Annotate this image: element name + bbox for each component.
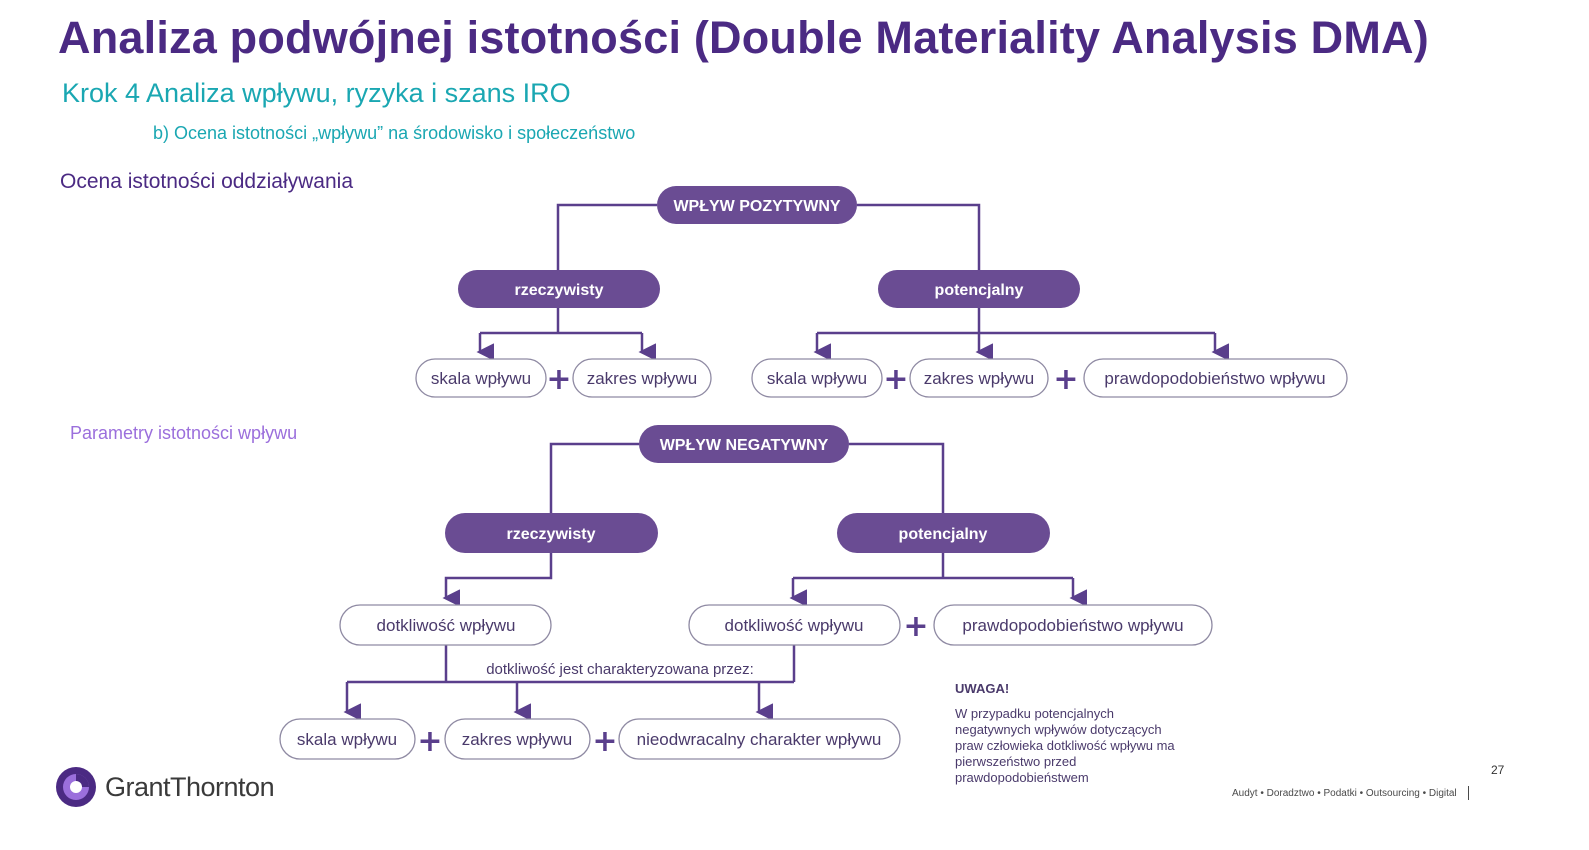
- note-heading: UWAGA!: [955, 681, 1009, 696]
- positive-potential-probability-label: prawdopodobieństwo wpływu: [1104, 369, 1325, 388]
- note-block: UWAGA! W przypadku potencjalnych negatyw…: [955, 681, 1175, 785]
- positive-root-label: WPŁYW POZYTYWNY: [673, 198, 840, 215]
- plus-icon: +: [592, 724, 617, 759]
- positive-potential-range-box: zakres wpływu: [909, 358, 1049, 398]
- footer-divider: [1468, 786, 1469, 800]
- brand-logo-icon: [55, 766, 97, 813]
- page-title: Analiza podwójnej istotności (Double Mat…: [58, 12, 1429, 63]
- plus-icon: +: [883, 362, 908, 397]
- positive-actual-range-label: zakres wpływu: [587, 369, 698, 388]
- step-subtitle: Krok 4 Analiza wpływu, ryzyka i szans IR…: [62, 78, 571, 108]
- positive-root-pill: WPŁYW POZYTYWNY: [657, 186, 857, 224]
- positive-potential-scale-box: skala wpływu: [751, 358, 883, 398]
- negative-potential-severity-box: dotkliwość wpływu: [688, 604, 901, 646]
- sub-step-subtitle: b) Ocena istotności „wpływu” na środowis…: [153, 123, 636, 143]
- positive-potential-probability-box: prawdopodobieństwo wpływu: [1083, 358, 1348, 398]
- severity-caption: dotkliwość jest charakteryzowana przez:: [486, 661, 754, 678]
- section-label-positive: Ocena istotności oddziaływania: [60, 170, 353, 193]
- negative-root-label: WPŁYW NEGATYWNY: [660, 437, 829, 454]
- negative-potential-severity-label: dotkliwość wpływu: [725, 616, 864, 635]
- positive-actual-scale-label: skala wpływu: [431, 369, 531, 388]
- positive-actual-pill: rzeczywisty: [458, 270, 660, 308]
- note-line: pierwszeństwo przed: [955, 754, 1076, 769]
- negative-potential-pill: potencjalny: [837, 513, 1050, 553]
- section-label-negative: Parametry istotności wpływu: [70, 423, 298, 443]
- negative-potential-probability-box: prawdopodobieństwo wpływu: [933, 604, 1213, 646]
- note-line: W przypadku potencjalnych: [955, 706, 1114, 721]
- negative-connectors: [343, 442, 1087, 721]
- page-number: 27: [1491, 763, 1505, 777]
- severity-range-box: zakres wpływu: [444, 718, 591, 760]
- positive-actual-label: rzeczywisty: [515, 282, 604, 299]
- severity-irreversibility-box: nieodwracalny charakter wpływu: [618, 718, 901, 760]
- severity-scale-box: skala wpływu: [279, 718, 416, 760]
- plus-icon: +: [903, 609, 928, 644]
- severity-irreversibility-label: nieodwracalny charakter wpływu: [637, 730, 882, 749]
- plus-icon: +: [417, 724, 442, 759]
- negative-actual-severity-label: dotkliwość wpływu: [377, 616, 516, 635]
- negative-potential-label: potencjalny: [899, 526, 988, 543]
- brand-tagline: Audyt • Doradztwo • Podatki • Outsourcin…: [1232, 788, 1457, 799]
- severity-range-label: zakres wpływu: [462, 730, 573, 749]
- positive-connectors: [476, 203, 1229, 361]
- negative-potential-probability-label: prawdopodobieństwo wpływu: [962, 616, 1183, 635]
- positive-potential-pill: potencjalny: [878, 270, 1080, 308]
- negative-root-pill: WPŁYW NEGATYWNY: [639, 425, 849, 463]
- negative-actual-severity-box: dotkliwość wpływu: [339, 604, 552, 646]
- negative-actual-label: rzeczywisty: [507, 526, 596, 543]
- plus-icon: +: [546, 362, 571, 397]
- positive-potential-label: potencjalny: [935, 282, 1024, 299]
- note-line: prawdopodobieństwem: [955, 770, 1089, 785]
- positive-potential-range-label: zakres wpływu: [924, 369, 1035, 388]
- severity-scale-label: skala wpływu: [297, 730, 397, 749]
- note-line: negatywnych wpływów dotyczących: [955, 722, 1162, 737]
- positive-actual-scale-box: skala wpływu: [415, 358, 547, 398]
- plus-icon: +: [1053, 362, 1078, 397]
- negative-actual-pill: rzeczywisty: [445, 513, 658, 553]
- brand-name: GrantThornton: [105, 772, 275, 802]
- positive-potential-scale-label: skala wpływu: [767, 369, 867, 388]
- note-line: praw człowieka dotkliwość wpływu ma: [955, 738, 1175, 753]
- positive-actual-range-box: zakres wpływu: [572, 358, 712, 398]
